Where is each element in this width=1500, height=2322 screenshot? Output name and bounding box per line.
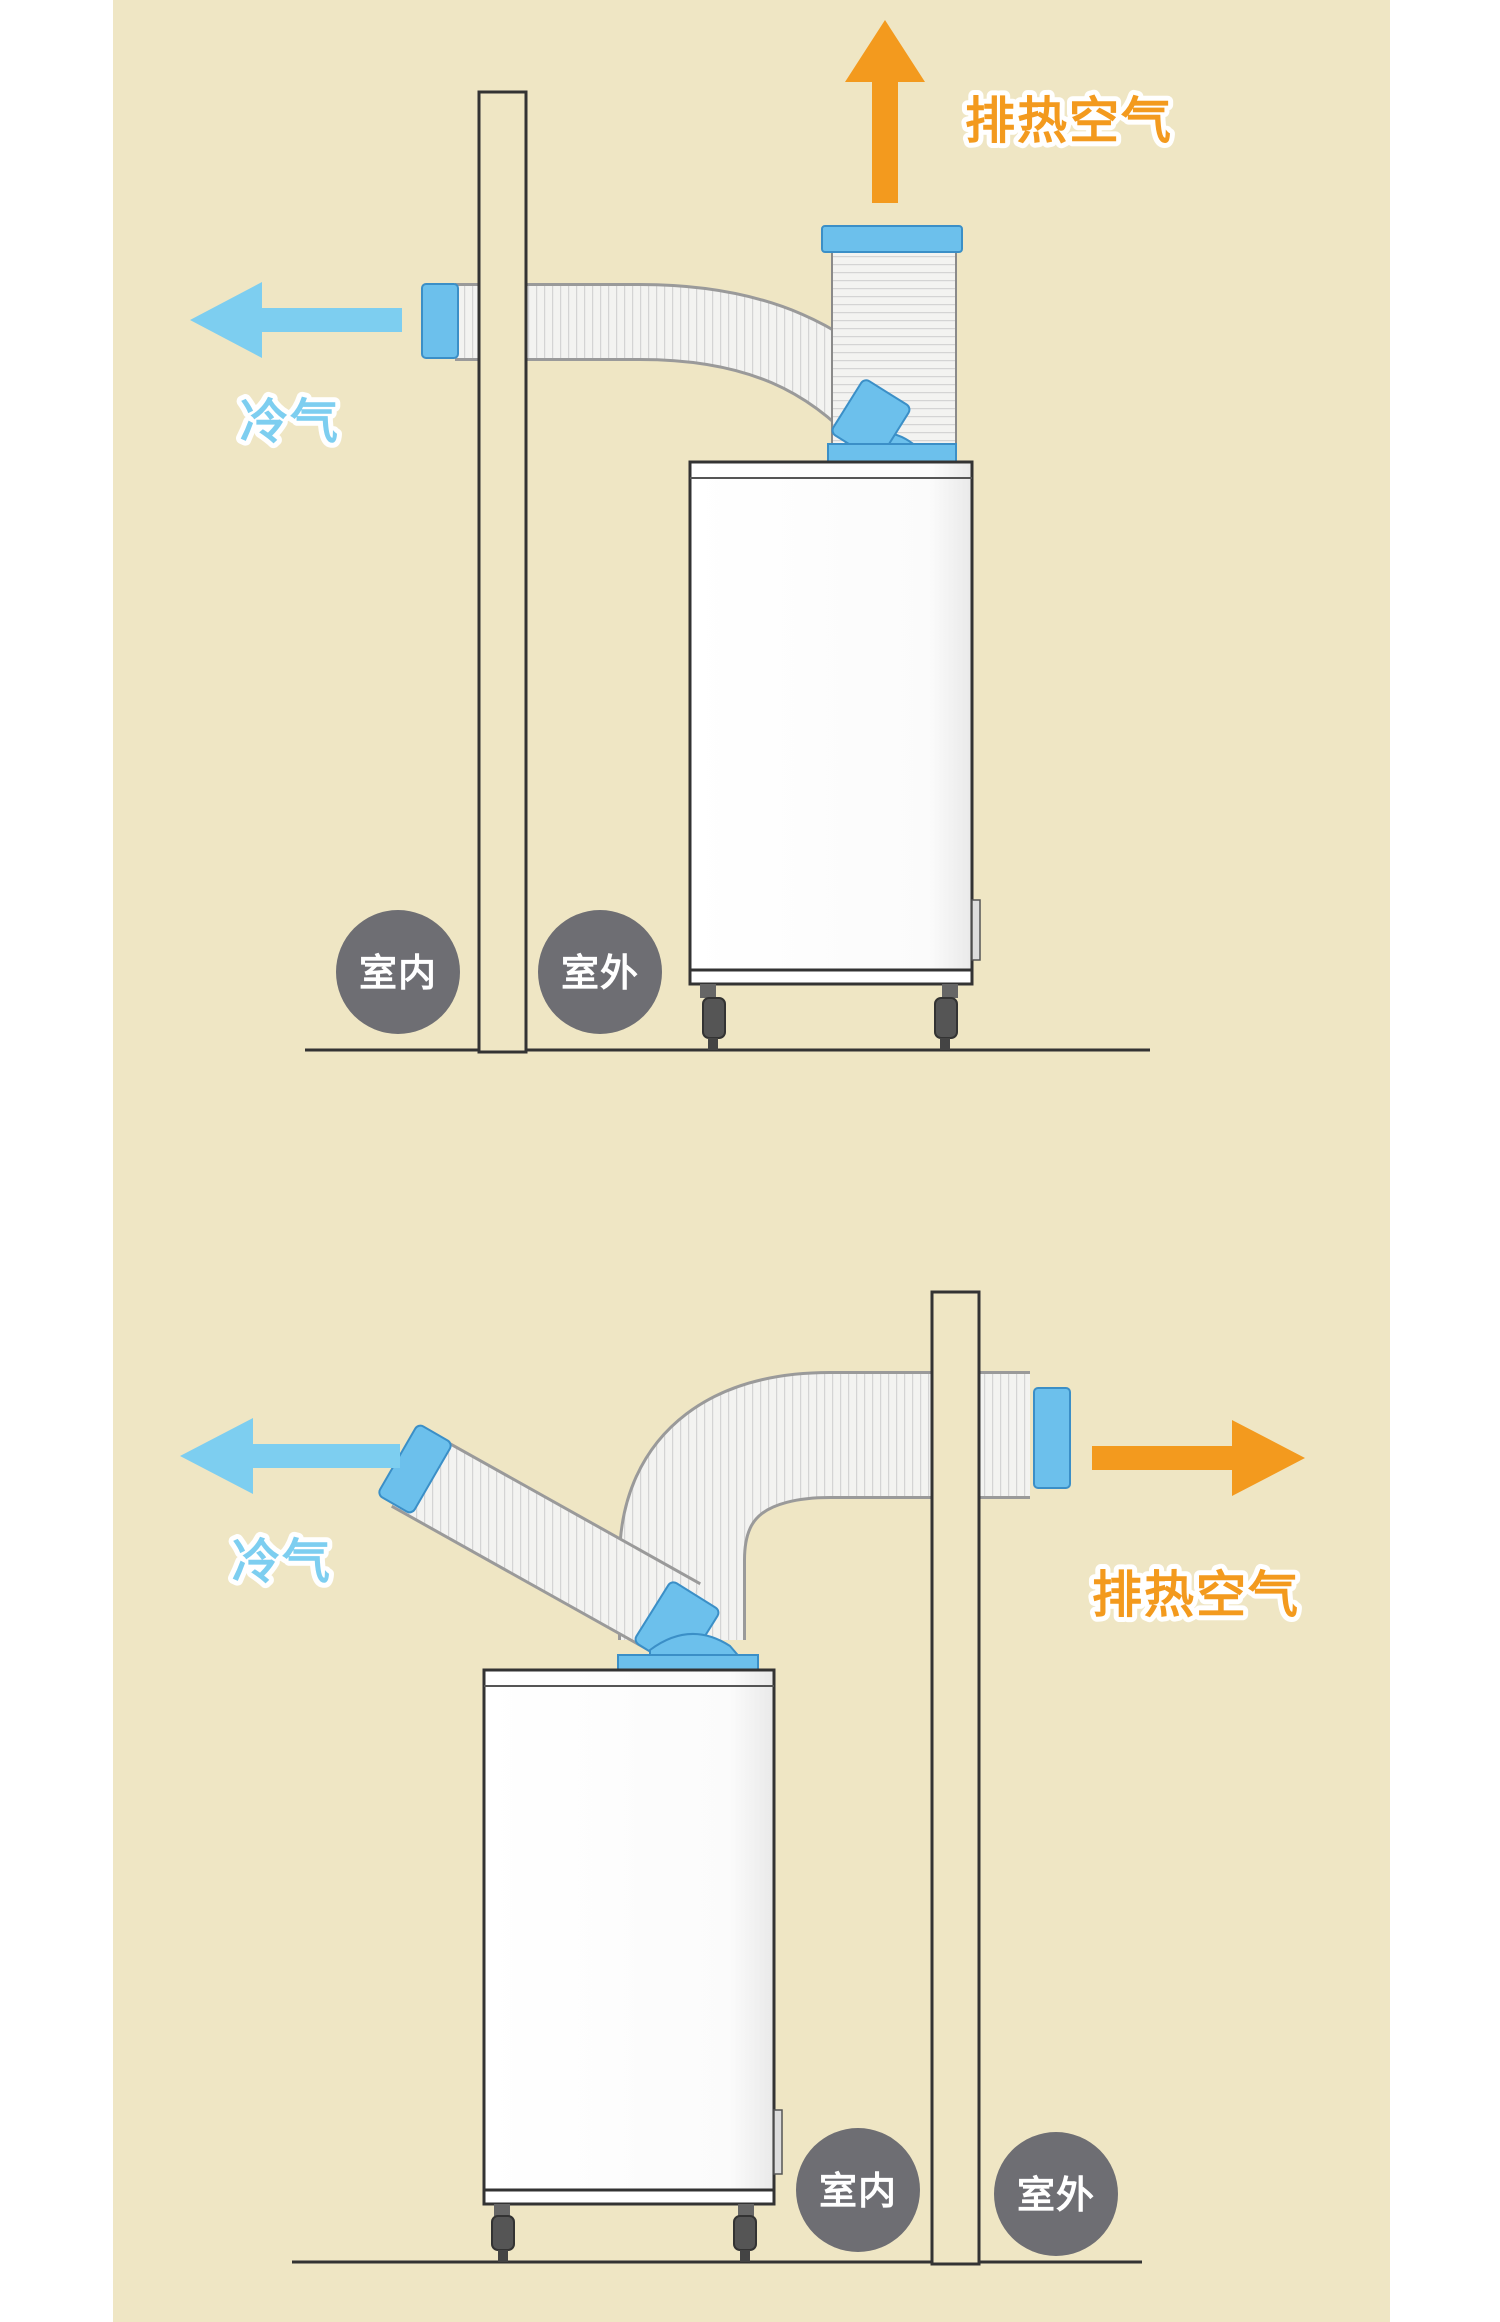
caster-right bbox=[934, 984, 958, 1050]
exhaust-chimney-cap bbox=[821, 225, 963, 253]
hot-air-up-arrow bbox=[845, 20, 925, 203]
scene-bottom: 排热空气 冷气 室内 室外 bbox=[180, 1290, 1305, 2266]
hot-air-right-arrow bbox=[1092, 1420, 1305, 1496]
cooler-cabinet bbox=[688, 460, 974, 972]
wall bbox=[930, 1290, 981, 2266]
indoor-badge: 室内 bbox=[336, 910, 460, 1034]
scene-top: 排热空气 冷气 室内 室外 bbox=[190, 20, 1176, 1054]
exhaust-label: 排热空气 bbox=[1092, 1566, 1300, 1624]
cold-air-left-arrow bbox=[190, 282, 402, 358]
caster-left bbox=[700, 984, 726, 1050]
cold-air-label: 冷气 bbox=[240, 394, 340, 450]
wall-outlet-ring bbox=[421, 283, 459, 359]
cold-air-label: 冷气 bbox=[232, 1534, 332, 1590]
outdoor-badge: 室外 bbox=[538, 910, 662, 1034]
right-margin bbox=[1390, 0, 1500, 2322]
indoor-badge: 室内 bbox=[796, 2128, 920, 2252]
cooler-cabinet bbox=[482, 1668, 776, 2192]
svg-text:室外: 室外 bbox=[1017, 2173, 1095, 2217]
caster-left bbox=[491, 2204, 515, 2262]
wall-outlet-ring bbox=[1033, 1387, 1071, 1489]
flex-duct-angled-body bbox=[392, 1435, 700, 1655]
svg-text:室外: 室外 bbox=[561, 951, 639, 995]
duct-elbow-connector bbox=[827, 379, 957, 463]
caster-right bbox=[733, 2204, 757, 2262]
left-margin bbox=[0, 0, 113, 2322]
exhaust-label: 排热空气 bbox=[965, 92, 1173, 150]
svg-text:室内: 室内 bbox=[359, 951, 437, 995]
flex-duct-bend-body bbox=[621, 1374, 1030, 1640]
svg-text:室内: 室内 bbox=[819, 2169, 897, 2213]
wall bbox=[477, 90, 528, 1054]
outdoor-badge: 室外 bbox=[994, 2132, 1118, 2256]
cold-air-left-arrow bbox=[180, 1418, 400, 1494]
